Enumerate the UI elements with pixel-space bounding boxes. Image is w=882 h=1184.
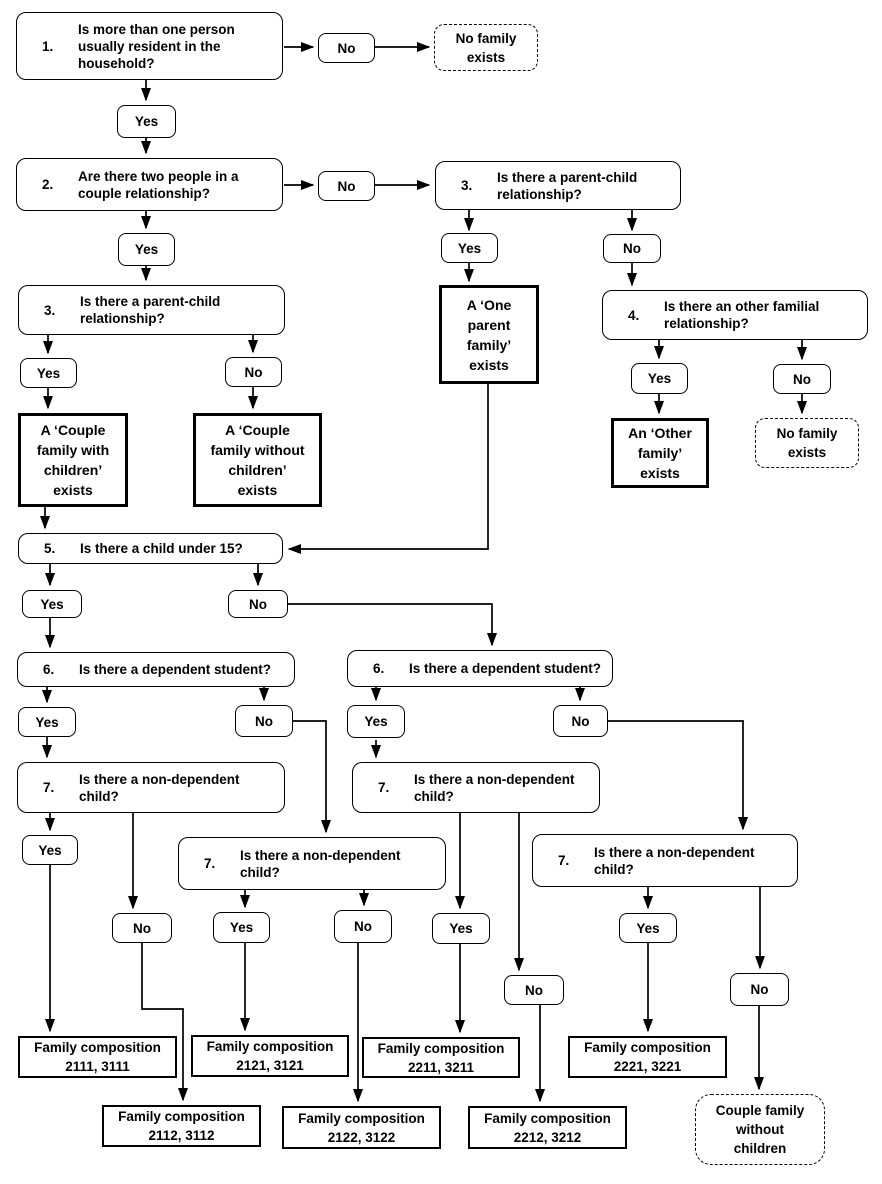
yes-box-q7-2: Yes bbox=[213, 912, 270, 943]
decision-6-dependent-student-right: 6. Is there a dependent student? bbox=[347, 650, 613, 687]
outcome-couple-family-with-children: A ‘Couple family with children’ exists bbox=[18, 413, 128, 507]
decision-number: 7. bbox=[558, 853, 570, 868]
outcome-family-composition-2111-3111: Family composition 2111, 3111 bbox=[18, 1036, 177, 1078]
yes-box-q3-right: Yes bbox=[441, 233, 498, 263]
outcome-other-family: An ‘Other family’ exists bbox=[611, 418, 709, 488]
decision-number: 1. bbox=[42, 38, 54, 54]
outcome-couple-family-without-children: A ‘Couple family without children’ exist… bbox=[193, 413, 322, 507]
decision-text: Is there a parent-child relationship? bbox=[80, 294, 221, 326]
no-box-q7-2: No bbox=[334, 910, 392, 943]
decision-6-dependent-student-left: 6. Is there a dependent student? bbox=[17, 652, 295, 687]
yes-box-q4: Yes bbox=[631, 363, 688, 394]
decision-text: Is there an other familial relationship? bbox=[664, 299, 820, 331]
decision-text: Is there a child under 15? bbox=[80, 541, 243, 556]
outcome-family-composition-2121-3121: Family composition 2121, 3121 bbox=[191, 1035, 349, 1077]
decision-1-multiple-residents: 1. Is more than one person usually resid… bbox=[16, 12, 283, 80]
no-box-q7-3: No bbox=[504, 975, 564, 1005]
decision-3-parent-child-left: 3. Is there a parent-child relationship? bbox=[18, 285, 285, 335]
decision-text: Is more than one person usually resident… bbox=[78, 21, 235, 71]
decision-text: Is there a parent-child relationship? bbox=[497, 169, 638, 202]
decision-number: 2. bbox=[42, 177, 54, 192]
no-box-q4: No bbox=[773, 364, 831, 394]
decision-text: Is there a dependent student? bbox=[409, 661, 602, 676]
decision-number: 4. bbox=[628, 307, 640, 323]
no-box-q1: No bbox=[318, 33, 375, 63]
decision-7-non-dependent-child-1: 7. Is there a non-dependent child? bbox=[17, 762, 285, 813]
yes-box-q3-left: Yes bbox=[20, 358, 77, 388]
decision-number: 6. bbox=[373, 661, 385, 676]
no-box-q7-4: No bbox=[730, 973, 789, 1006]
yes-box-q7-3: Yes bbox=[432, 913, 490, 944]
decision-number: 6. bbox=[43, 662, 55, 677]
yes-box-q7-1: Yes bbox=[22, 835, 78, 865]
no-box-q7-1: No bbox=[112, 913, 172, 943]
decision-number: 3. bbox=[44, 302, 56, 318]
outcome-family-composition-2221-3221: Family composition 2221, 3221 bbox=[568, 1036, 727, 1078]
outcome-family-composition-2212-3212: Family composition 2212, 3212 bbox=[468, 1106, 627, 1149]
decision-number: 5. bbox=[44, 541, 56, 556]
decision-text: Are there two people in a couple relatio… bbox=[78, 168, 239, 201]
yes-box-q6-right: Yes bbox=[347, 705, 405, 738]
outcome-no-family-exists-right: No family exists bbox=[755, 418, 859, 468]
yes-box-q5: Yes bbox=[22, 590, 82, 618]
decision-text: Is there a dependent student? bbox=[79, 662, 272, 677]
decision-text: Is there a non-dependent child? bbox=[594, 844, 755, 877]
decision-number: 7. bbox=[204, 856, 216, 871]
decision-5-child-under-15: 5. Is there a child under 15? bbox=[18, 533, 283, 564]
outcome-family-composition-2211-3211: Family composition 2211, 3211 bbox=[362, 1037, 520, 1078]
no-box-q6-right: No bbox=[553, 705, 608, 737]
decision-2-couple-relationship: 2. Are there two people in a couple rela… bbox=[16, 158, 283, 211]
no-box-q3-left: No bbox=[225, 357, 282, 387]
decision-3-parent-child-right: 3. Is there a parent-child relationship? bbox=[435, 161, 681, 210]
yes-box-q2: Yes bbox=[118, 233, 175, 266]
outcome-no-family-exists-top: No family exists bbox=[434, 24, 538, 71]
outcome-couple-family-without-children-dashed: Couple family without children bbox=[695, 1094, 825, 1165]
decision-number: 3. bbox=[461, 178, 473, 193]
decision-7-non-dependent-child-3: 7. Is there a non-dependent child? bbox=[352, 762, 600, 813]
no-box-q3-right: No bbox=[603, 234, 661, 263]
outcome-one-parent-family: A ‘One parent family’ exists bbox=[439, 285, 539, 384]
yes-box-q6-left: Yes bbox=[18, 707, 76, 737]
decision-text: Is there a non-dependent child? bbox=[240, 847, 401, 880]
no-box-q5: No bbox=[228, 590, 288, 618]
decision-text: Is there a non-dependent child? bbox=[79, 771, 240, 804]
yes-box-q7-4: Yes bbox=[619, 913, 677, 943]
outcome-family-composition-2112-3112: Family composition 2112, 3112 bbox=[102, 1105, 261, 1147]
decision-7-non-dependent-child-4: 7. Is there a non-dependent child? bbox=[532, 834, 798, 887]
decision-4-other-familial: 4. Is there an other familial relationsh… bbox=[602, 290, 868, 340]
decision-text: Is there a non-dependent child? bbox=[414, 771, 575, 804]
yes-box-q1: Yes bbox=[117, 105, 176, 138]
no-box-q6-left: No bbox=[235, 705, 293, 737]
decision-7-non-dependent-child-2: 7. Is there a non-dependent child? bbox=[178, 837, 446, 890]
decision-number: 7. bbox=[43, 780, 55, 795]
decision-number: 7. bbox=[378, 780, 390, 795]
no-box-q2: No bbox=[318, 171, 375, 201]
outcome-family-composition-2122-3122: Family composition 2122, 3122 bbox=[282, 1106, 441, 1149]
